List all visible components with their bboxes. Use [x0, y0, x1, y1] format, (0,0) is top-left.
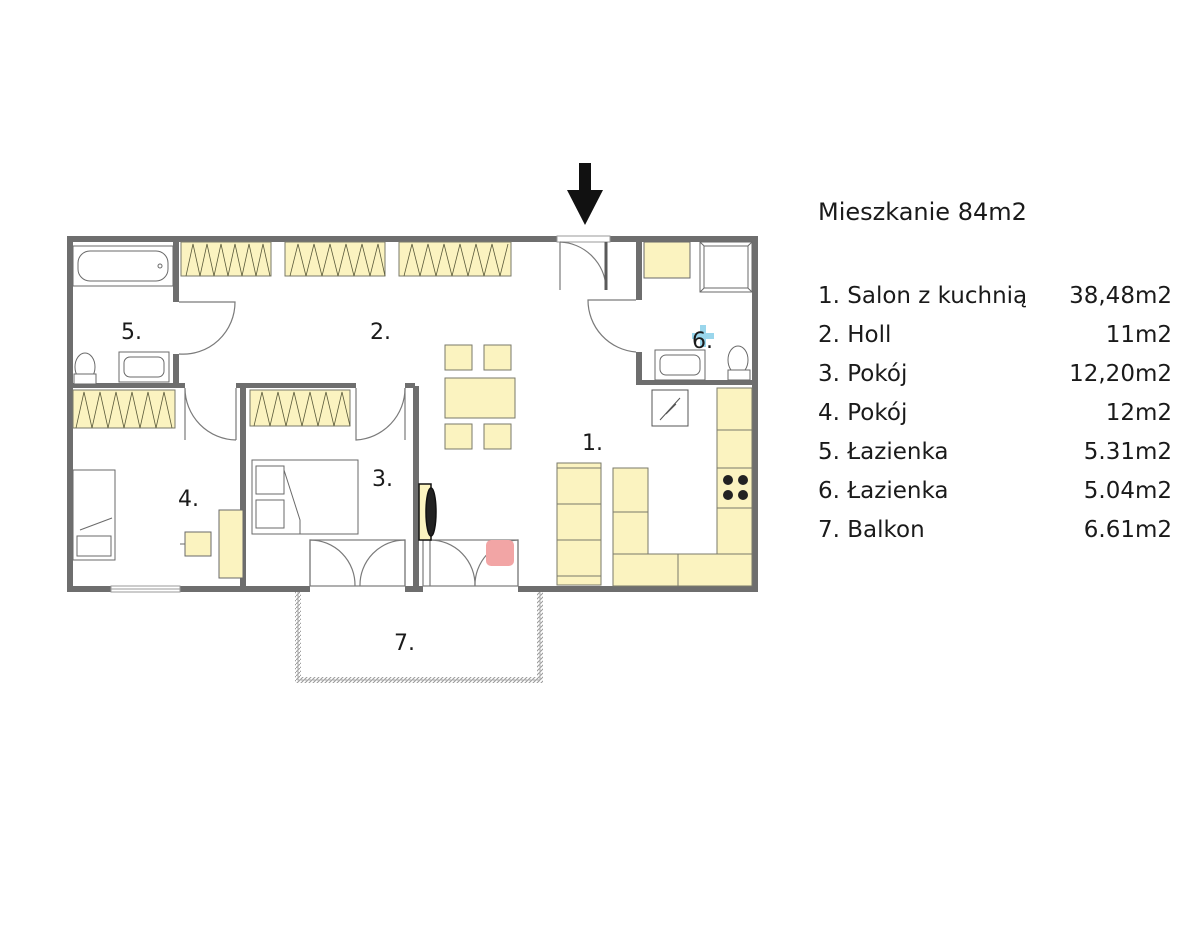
legend-item: 1. Salon z kuchnią 38,48m2 — [818, 276, 1172, 315]
room-legend: 1. Salon z kuchnią 38,48m2 2. Holl 11m2 … — [818, 276, 1172, 549]
bathroom-6-fixtures — [643, 241, 753, 381]
legend-item-area: 5.31m2 — [1083, 438, 1172, 465]
room-labels: 1. 2. 3. 4. 5. 6. 7. — [121, 320, 713, 656]
interior-walls — [73, 242, 752, 586]
legend-item-area: 12,20m2 — [1069, 360, 1172, 387]
legend-item-name: 3. Pokój — [818, 360, 908, 387]
outer-walls — [67, 236, 758, 592]
stove-icon — [723, 475, 748, 500]
red-marker — [486, 540, 514, 566]
legend-item-name: 2. Holl — [818, 321, 892, 348]
legend-item: 4. Pokój 12m2 — [818, 393, 1172, 432]
chair — [184, 531, 212, 557]
room-label-5: 5. — [121, 320, 142, 345]
legend-item-area: 11m2 — [1105, 321, 1172, 348]
dining-set — [444, 344, 516, 450]
legend-item-area: 38,48m2 — [1069, 282, 1172, 309]
room-label-3: 3. — [372, 467, 393, 492]
ventilation-icon — [651, 389, 689, 427]
legend-item-area: 5.04m2 — [1083, 477, 1172, 504]
washing-machine — [643, 241, 691, 279]
room-label-6: 6. — [692, 329, 713, 354]
plus-watermark-icon — [692, 325, 714, 347]
windows — [110, 235, 611, 593]
tv-icon — [418, 483, 437, 541]
arrow-down-icon — [567, 163, 603, 225]
kitchen — [612, 387, 753, 587]
legend-item: 5. Łazienka 5.31m2 — [818, 432, 1172, 471]
legend-item-area: 12m2 — [1105, 399, 1172, 426]
balcony — [295, 590, 543, 683]
legend-title: Mieszkanie 84m2 — [818, 198, 1027, 226]
room-label-2: 2. — [370, 320, 391, 345]
room-label-4: 4. — [178, 487, 199, 512]
legend-item: 6. Łazienka 5.04m2 — [818, 471, 1172, 510]
legend-item: 3. Pokój 12,20m2 — [818, 354, 1172, 393]
legend-item-name: 1. Salon z kuchnią — [818, 282, 1028, 309]
wardrobes — [72, 241, 512, 429]
room-label-7: 7. — [394, 631, 415, 656]
room-3-furniture — [251, 459, 359, 535]
desk — [218, 509, 244, 579]
legend-item: 7. Balkon 6.61m2 — [818, 510, 1172, 549]
legend-item: 2. Holl 11m2 — [818, 315, 1172, 354]
room-label-1: 1. — [582, 431, 603, 456]
legend-item-name: 4. Pokój — [818, 399, 908, 426]
legend-item-area: 6.61m2 — [1083, 516, 1172, 543]
legend-item-name: 6. Łazienka — [818, 477, 949, 504]
wardrobe-hangers — [75, 243, 509, 429]
legend-item-name: 5. Łazienka — [818, 438, 949, 465]
sofa — [556, 462, 649, 586]
bathroom-5-fixtures — [72, 245, 174, 385]
room-4-furniture — [72, 469, 244, 579]
legend-item-name: 7. Balkon — [818, 516, 925, 543]
